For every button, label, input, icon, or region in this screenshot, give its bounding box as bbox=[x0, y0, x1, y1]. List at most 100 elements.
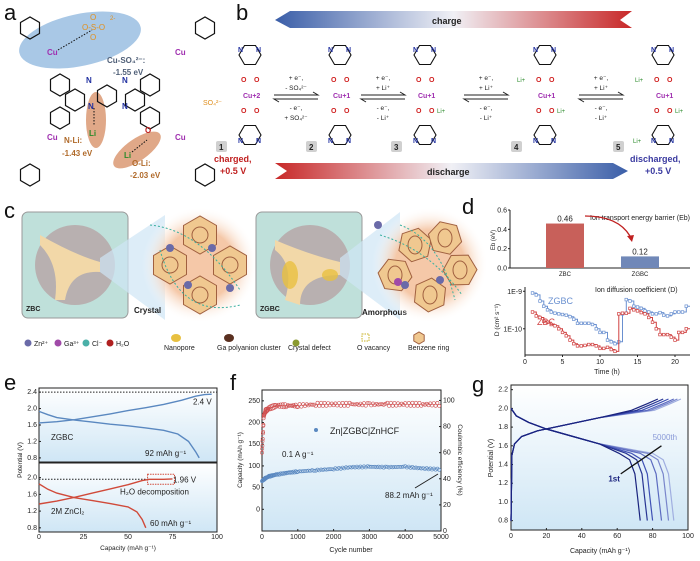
equilibrium-arrow-forward bbox=[579, 91, 625, 96]
li-ion: Li+ bbox=[633, 139, 642, 145]
data-point bbox=[315, 467, 320, 472]
legend-item: Zn²⁺ bbox=[24, 339, 49, 348]
data-point bbox=[299, 469, 304, 474]
bar-zgbc bbox=[621, 256, 659, 268]
y-axis-label: Potential (V) bbox=[17, 442, 24, 478]
data-point bbox=[568, 315, 572, 319]
data-point bbox=[328, 467, 332, 472]
li-ion: Li+ bbox=[635, 78, 644, 84]
sulfate-o-top: O bbox=[90, 13, 96, 22]
x-tick-label: 25 bbox=[80, 534, 88, 541]
x-axis-label: Cycle number bbox=[329, 547, 373, 554]
data-point bbox=[620, 311, 625, 315]
o-atom: O bbox=[254, 108, 260, 115]
data-point bbox=[684, 327, 688, 331]
data-point bbox=[379, 402, 384, 407]
n-atom: N bbox=[256, 47, 261, 54]
x-tick-label: 5000 bbox=[433, 534, 449, 541]
data-point bbox=[632, 308, 636, 312]
o-atom: O bbox=[536, 77, 542, 84]
data-point bbox=[680, 330, 685, 335]
forward-electron: + e⁻, bbox=[289, 75, 304, 82]
data-point bbox=[575, 321, 580, 325]
data-point bbox=[635, 305, 640, 309]
y-tick-label: 100 bbox=[248, 463, 260, 470]
discharge-label: discharge bbox=[427, 167, 470, 177]
data-point bbox=[392, 401, 397, 405]
data-point bbox=[650, 320, 655, 324]
reverse-ion: - Li⁺ bbox=[595, 115, 608, 122]
reaction-step-2: + e⁻,+ Li⁺- e⁻,- Li⁺ bbox=[359, 75, 407, 122]
o-atom: O bbox=[241, 77, 247, 84]
data-point bbox=[295, 405, 300, 410]
y-tick-label: 1.0 bbox=[498, 499, 508, 506]
legend-item: Ga³⁺ bbox=[54, 339, 80, 348]
x-tick-label: 1000 bbox=[290, 534, 306, 541]
reverse-electron: - e⁻, bbox=[377, 105, 390, 112]
data-point bbox=[290, 404, 295, 409]
y-axis-label: D (cm² s⁻¹) bbox=[494, 304, 501, 336]
o-atom: O bbox=[654, 108, 660, 115]
n-atom: N bbox=[413, 138, 418, 145]
data-point bbox=[354, 464, 359, 469]
data-point bbox=[422, 467, 427, 471]
y-tick-label: 2.4 bbox=[27, 389, 37, 396]
o-atom: O bbox=[331, 77, 337, 84]
plot-frame bbox=[261, 389, 442, 532]
data-point bbox=[413, 400, 418, 405]
data-point bbox=[261, 422, 266, 427]
data-point bbox=[351, 464, 356, 469]
y-tick-label: 0 bbox=[256, 506, 260, 513]
data-point bbox=[310, 402, 315, 407]
y-tick-label: 0.4 bbox=[497, 227, 507, 234]
data-point bbox=[381, 402, 386, 407]
data-point bbox=[396, 464, 400, 469]
panel-label-a: a bbox=[4, 0, 17, 25]
data-point bbox=[560, 330, 565, 335]
benzene-ring bbox=[19, 16, 41, 40]
n-atom: N bbox=[238, 138, 243, 145]
y2-tick-label: 20 bbox=[443, 502, 451, 509]
n-atom: N bbox=[238, 47, 243, 54]
n-li-highlight bbox=[86, 92, 106, 148]
data-point bbox=[654, 312, 658, 316]
data-point bbox=[650, 312, 655, 316]
data-point bbox=[320, 403, 325, 408]
legend-item: Benzene ring bbox=[408, 331, 449, 352]
forward-ion: + Li⁺ bbox=[479, 85, 494, 92]
capacity-label: 60 mAh g⁻¹ bbox=[150, 519, 191, 528]
data-point bbox=[632, 304, 636, 308]
y-tick-label: 1E-10 bbox=[503, 326, 522, 333]
data-point bbox=[362, 401, 366, 406]
legend-label: O vacancy bbox=[357, 345, 391, 352]
data-point bbox=[542, 304, 546, 308]
equilibrium-arrow-forward bbox=[274, 91, 320, 96]
cu-atom: Cu bbox=[175, 133, 186, 142]
benzene-ring bbox=[413, 277, 447, 313]
data-point bbox=[530, 310, 535, 314]
data-point bbox=[344, 400, 349, 405]
data-point bbox=[349, 402, 354, 407]
data-point bbox=[275, 472, 280, 477]
zn-ion bbox=[436, 276, 444, 284]
data-point bbox=[534, 314, 538, 318]
data-point bbox=[313, 403, 318, 408]
data-point bbox=[564, 334, 568, 338]
y-tick-label: 1.6 bbox=[27, 491, 37, 498]
data-point bbox=[662, 332, 666, 337]
cu-atom: Cu bbox=[47, 48, 58, 57]
data-point bbox=[385, 464, 390, 469]
rate-annotation: 0.1 A g⁻¹ bbox=[282, 450, 314, 459]
x-tick-label: 0 bbox=[260, 534, 264, 541]
chart-title: Ion transport energy barrier (Eb) bbox=[590, 215, 690, 222]
data-point bbox=[647, 310, 651, 314]
data-point bbox=[260, 436, 265, 441]
data-point bbox=[381, 465, 386, 470]
data-point bbox=[290, 470, 295, 475]
y-tick-label: 1E-9 bbox=[507, 289, 522, 296]
data-point bbox=[277, 404, 282, 409]
li-ion: Li+ bbox=[675, 109, 684, 115]
